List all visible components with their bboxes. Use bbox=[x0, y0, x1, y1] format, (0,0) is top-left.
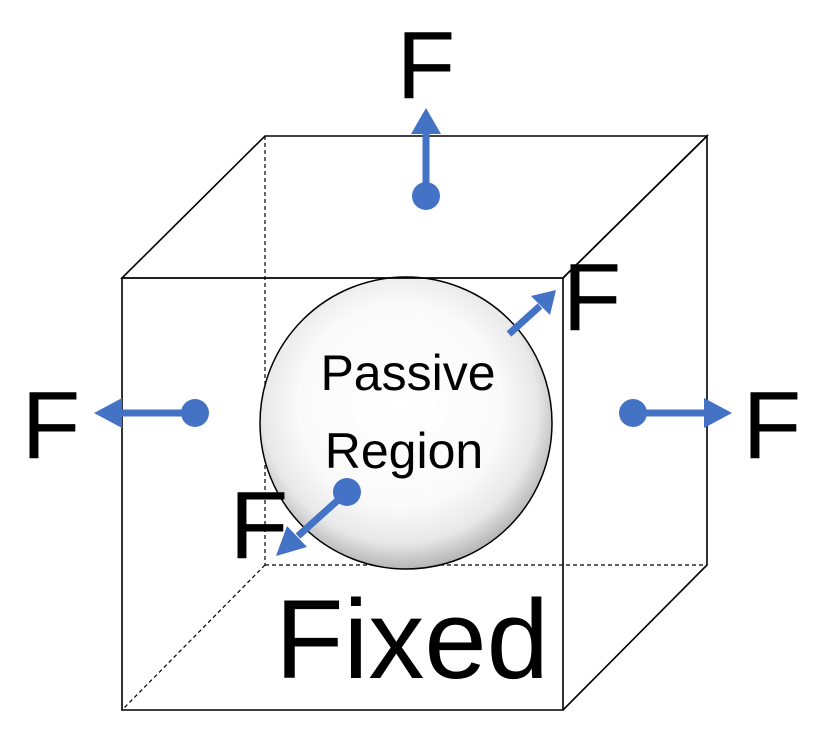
force-right-back: F bbox=[506, 244, 622, 351]
force-front-left-label: F bbox=[230, 472, 289, 579]
force-left: F bbox=[22, 372, 209, 479]
hidden-edge-depth bbox=[121, 564, 266, 711]
force-top-dot bbox=[412, 182, 440, 210]
passive-region-label-line2: Region bbox=[325, 423, 483, 479]
force-right-back-label: F bbox=[563, 244, 622, 351]
passive-region-label-line1: Passive bbox=[320, 345, 495, 401]
force-left-label: F bbox=[22, 372, 81, 479]
force-top: F bbox=[397, 12, 456, 210]
force-front-left: F bbox=[230, 472, 361, 579]
force-right: F bbox=[619, 372, 801, 479]
fixed-label: Fixed bbox=[275, 577, 549, 702]
force-front-left-dot bbox=[333, 478, 361, 506]
force-right-back-arrow-shaft bbox=[506, 303, 543, 337]
visible-edges bbox=[120, 134, 709, 711]
force-top-arrowhead bbox=[411, 108, 441, 134]
cube-right-face bbox=[562, 134, 708, 711]
force-left-arrowhead bbox=[94, 398, 122, 428]
hidden-edges bbox=[121, 136, 707, 711]
force-front-left-arrowhead bbox=[276, 526, 307, 556]
force-top-label: F bbox=[397, 12, 456, 119]
force-right-back-arrowhead bbox=[531, 290, 556, 315]
force-right-arrowhead bbox=[704, 398, 732, 428]
passive-region-sphere bbox=[259, 276, 553, 570]
force-right-label: F bbox=[743, 372, 802, 479]
